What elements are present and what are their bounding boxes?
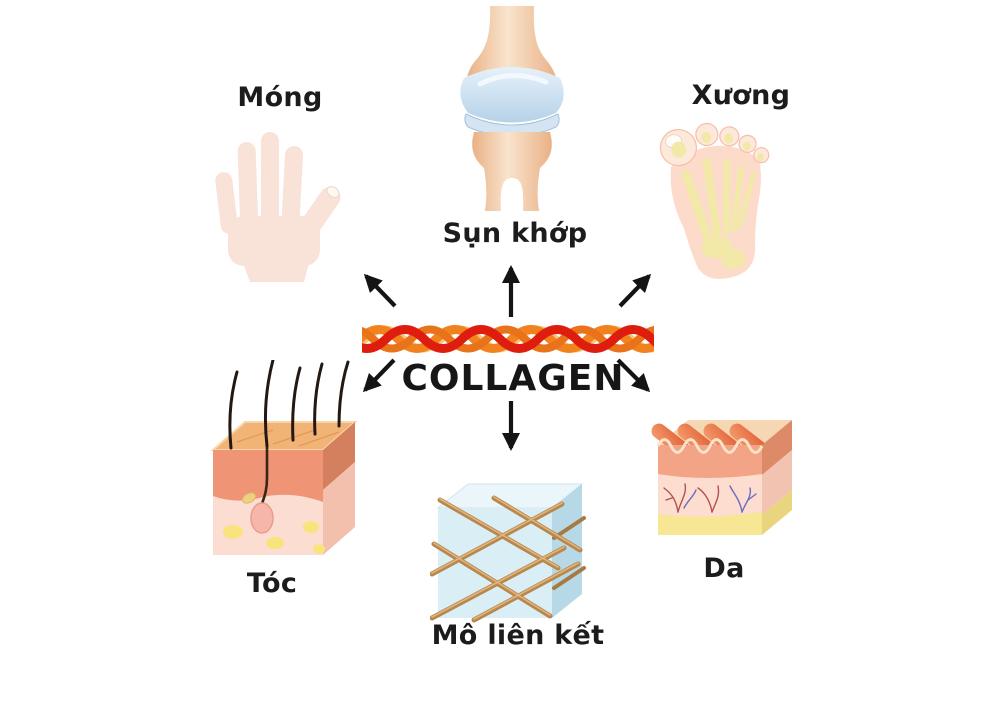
- collagen-fiber-illustration: [362, 325, 654, 353]
- label-nails: Móng: [237, 82, 323, 113]
- knee-joint-illustration: [460, 6, 564, 211]
- arrow-to-skin: [616, 358, 651, 393]
- arrow-to-bones: [618, 273, 652, 308]
- connective-tissue-cube-illustration: [430, 483, 586, 623]
- label-skin: Da: [703, 553, 745, 584]
- skin-layers-illustration: [651, 420, 792, 535]
- arrow-to-hair: [362, 358, 396, 393]
- label-connective-tissue: Mô liên kết: [431, 620, 605, 651]
- label-hair: Tóc: [246, 568, 298, 599]
- label-cartilage: Sụn khớp: [442, 218, 588, 249]
- foot-bones-illustration: [659, 122, 770, 279]
- label-bones: Xương: [691, 80, 791, 111]
- hand-illustration: [215, 132, 341, 282]
- hair-follicle-illustration: [210, 360, 358, 555]
- arrow-to-nails: [363, 273, 397, 308]
- collagen-title: COLLAGEN: [401, 358, 625, 399]
